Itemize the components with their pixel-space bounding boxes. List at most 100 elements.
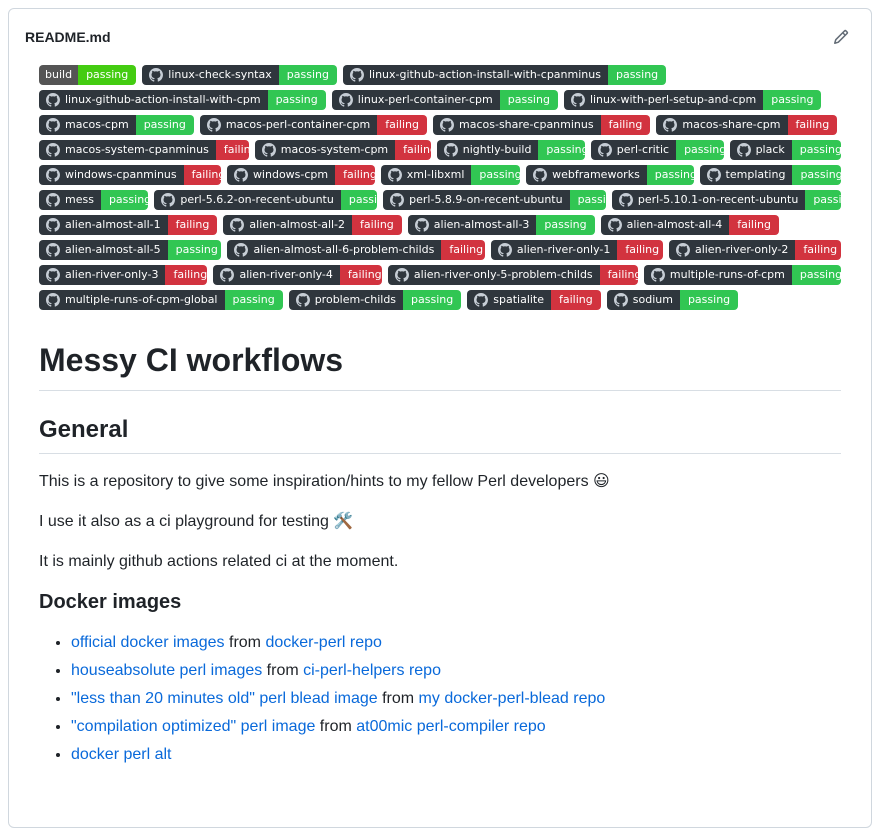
ci-badge-perl-5.10.1-on-recent-ubuntu[interactable]: perl-5.10.1-on-recent-ubuntupassing	[611, 190, 841, 210]
badge-label: xml-libxml	[380, 165, 472, 185]
list-item-text: from	[315, 718, 357, 735]
github-icon	[390, 193, 405, 207]
badge-label: alien-almost-all-3	[407, 215, 537, 235]
github-icon	[736, 143, 751, 157]
badge-status: passing	[607, 65, 667, 85]
link[interactable]: "less than 20 minutes old" perl blead im…	[71, 690, 378, 707]
link[interactable]: "compilation optimized" perl image	[71, 718, 316, 735]
paragraph: I use it also as a ci playground for tes…	[39, 513, 354, 530]
link[interactable]: official docker images	[71, 634, 225, 651]
ci-badge-linux-github-action-install-with-cpanminus[interactable]: linux-github-action-install-with-cpanmin…	[342, 65, 667, 85]
edit-readme-button[interactable]	[827, 25, 855, 49]
github-icon	[597, 143, 612, 157]
github-icon	[46, 118, 60, 132]
github-icon	[149, 68, 164, 82]
github-icon	[338, 93, 353, 107]
badge-label: alien-river-only-1	[490, 240, 618, 260]
badge-label: perl-critic	[590, 140, 677, 160]
github-icon	[261, 143, 276, 157]
badge-label: macos-perl-container-cpm	[199, 115, 378, 135]
badge-status: passing	[791, 265, 841, 285]
link[interactable]: my docker-perl-blead repo	[418, 690, 606, 707]
badge-status: passing	[646, 165, 694, 185]
badge-label: linux-check-syntax	[142, 65, 279, 85]
badge-label: multiple-runs-of-cpm	[643, 265, 792, 285]
badge-label: alien-river-only-2	[668, 240, 796, 260]
github-icon	[295, 293, 310, 307]
github-icon	[234, 243, 249, 257]
link[interactable]: docker perl alt	[71, 746, 172, 763]
link[interactable]: at00mic perl-compiler repo	[356, 718, 546, 735]
badge-label: mess	[39, 190, 101, 210]
github-icon	[46, 218, 60, 232]
badge-label: webframeworks	[526, 165, 647, 185]
list-item: docker perl alt	[71, 743, 841, 767]
badge-status: failing	[787, 115, 838, 135]
github-icon	[230, 218, 245, 232]
list-item-text: from	[224, 634, 266, 651]
badge-label: build	[39, 65, 79, 85]
ci-badge-perl-5.6.2-on-recent-ubuntu[interactable]: perl-5.6.2-on-recent-ubuntupassing	[154, 190, 378, 210]
badge-status: passing	[278, 65, 337, 85]
github-icon	[206, 118, 221, 132]
list-item: houseabsolute perl images from ci-perl-h…	[71, 659, 841, 683]
github-icon	[46, 268, 60, 282]
file-title: README.md	[25, 29, 111, 45]
badge-label: plack	[729, 140, 792, 160]
badge-status: passing	[679, 290, 739, 310]
badge-label: perl-5.10.1-on-recent-ubuntu	[611, 190, 806, 210]
badge-status: passing	[805, 190, 841, 210]
badge-status: failing	[551, 290, 601, 310]
ci-badge-perl-5.8.9-on-recent-ubuntu[interactable]: perl-5.8.9-on-recent-ubuntupassing	[383, 190, 606, 210]
link[interactable]: ci-perl-helpers repo	[303, 662, 441, 679]
badge-status: passing	[791, 140, 842, 160]
link[interactable]: docker-perl repo	[265, 634, 382, 651]
badge-label: spatialite	[467, 290, 552, 310]
badge-status: failing	[165, 265, 208, 285]
link[interactable]: houseabsolute perl images	[71, 662, 263, 679]
badge-label: linux-github-action-install-with-cpanmin…	[342, 65, 608, 85]
